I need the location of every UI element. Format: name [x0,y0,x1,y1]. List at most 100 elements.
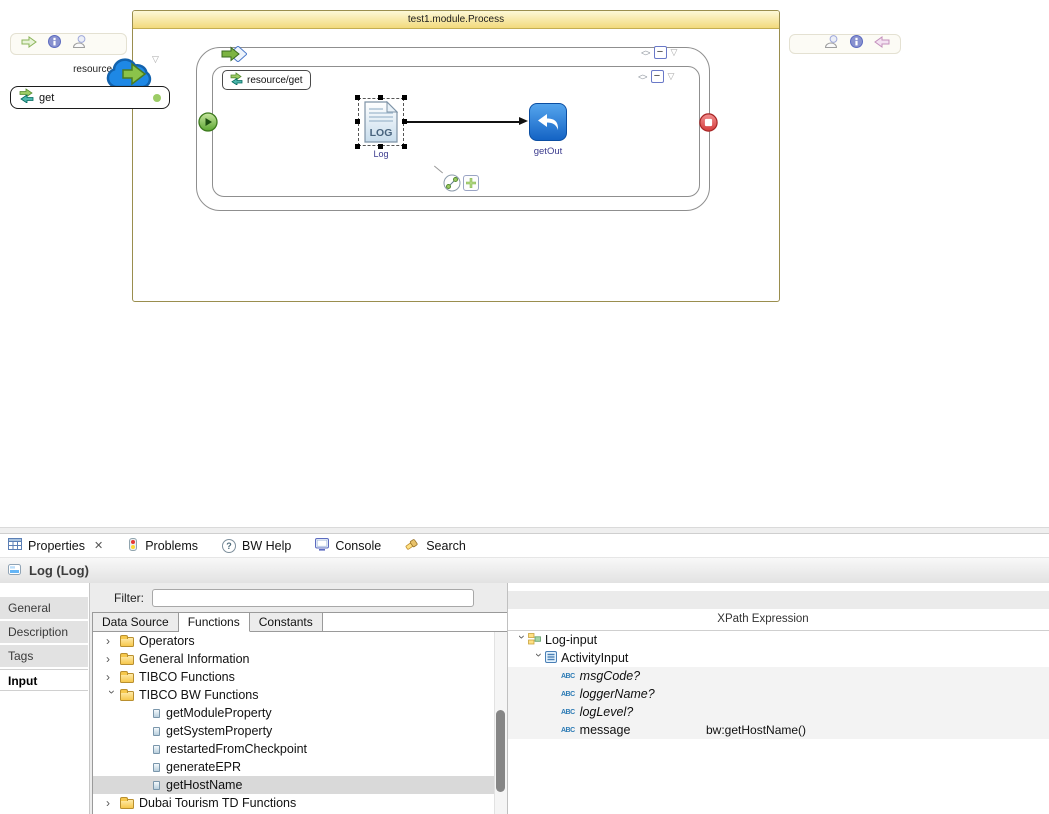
tab-properties[interactable]: Properties ✕ [8,538,103,553]
palette-dropdown-icon[interactable]: ▽ [152,54,159,64]
tree-item-operators[interactable]: › Operators [93,632,507,650]
reply-arrow-icon [538,114,559,130]
tree-item-gethostname[interactable]: getHostName [93,776,507,794]
chevron-down-icon[interactable]: › [532,653,546,657]
info-icon[interactable] [48,35,61,53]
folder-icon [120,652,134,665]
tab-functions[interactable]: Functions [178,613,250,632]
xpath-row-loglevel[interactable]: ABC logLevel? [508,703,1049,721]
vertical-scrollbar[interactable] [494,632,507,814]
chevron-right-icon[interactable]: › [106,670,110,684]
section-tab-input[interactable]: Input [0,669,88,691]
scope-label-box[interactable]: resource/get [222,70,311,90]
section-tab-tags[interactable]: Tags [0,645,88,667]
tab-data-source[interactable]: Data Source [93,613,179,632]
xpath-row-log-input[interactable]: › Log-input [508,631,1049,649]
tree-item-tibco-functions[interactable]: › TIBCO Functions [93,668,507,686]
swap-arrows-icon [230,72,243,88]
add-activity-icon[interactable] [463,175,479,191]
section-tab-description[interactable]: Description [0,621,88,643]
tree-item-tibco-bw-functions[interactable]: › TIBCO BW Functions [93,686,507,704]
chevron-down-icon[interactable]: › [515,635,529,639]
inline-marker-icon[interactable]: <> [641,47,650,58]
scope-event-icon[interactable] [221,45,248,67]
xpath-row-loggername[interactable]: ABC loggerName? [508,685,1049,703]
scrollbar-thumb[interactable] [496,710,505,792]
tree-item-generateepr[interactable]: generateEPR [93,758,507,776]
log-document-icon: LOG [364,100,399,148]
resource-label: resource [73,64,112,75]
transition-arrowhead [519,117,528,125]
selection-handle[interactable] [402,144,407,149]
tree-item-general-information[interactable]: › General Information [93,650,507,668]
chevron-right-icon[interactable]: › [106,652,110,666]
tab-problems-label: Problems [145,538,198,553]
chevron-down-icon[interactable]: ▽ [670,47,678,57]
create-transition-icon[interactable] [21,35,37,53]
process-title: test1.module.Process [133,11,779,29]
inline-marker-icon[interactable]: <> [638,71,647,82]
filter-input[interactable] [152,588,474,607]
section-tab-general[interactable]: General [0,597,88,619]
help-icon: ? [222,538,236,553]
tab-console[interactable]: Console [315,537,381,554]
xpath-expression-value[interactable]: bw:getHostName() [706,723,807,737]
activity-getout[interactable] [529,103,567,141]
string-type-icon: ABC [561,726,575,734]
activity-log[interactable]: LOG [355,95,407,149]
tab-problems[interactable]: Problems [127,537,198,554]
xpath-node-label: Log-input [545,633,598,647]
process-canvas[interactable]: test1.module.Process resource ▽ get reso… [0,0,1049,527]
filter-row: Filter: [90,583,507,612]
inner-scope-controls: <> − ▽ [638,70,674,83]
tree-item-restartedfromcheckpoint[interactable]: restartedFromCheckpoint [93,740,507,758]
selection-handle[interactable] [355,95,360,100]
source-tabs: Data Source Functions Constants [93,613,507,632]
source-treebox: Data Source Functions Constants › Operat… [92,612,507,814]
tab-search-label: Search [426,538,466,553]
xpath-row-msgcode[interactable]: ABC msgCode? [508,667,1049,685]
info-icon[interactable] [850,35,863,53]
selection-handle[interactable] [402,119,407,124]
transition-line[interactable] [407,121,521,123]
properties-header: Log (Log) [0,557,1049,583]
tree-item-label: TIBCO BW Functions [139,688,259,702]
tree-item-dubai-tourism-td-functions[interactable]: › Dubai Tourism TD Functions [93,794,507,812]
tree-item-getmoduleproperty[interactable]: getModuleProperty [93,704,507,722]
xpath-row-activityinput[interactable]: › ActivityInput [508,649,1049,667]
close-icon[interactable]: ✕ [93,540,104,552]
collapse-button[interactable]: − [653,46,667,59]
outer-scope-controls: <> − ▽ [641,46,677,59]
tree-item-getsystemproperty[interactable]: getSystemProperty [93,722,507,740]
chevron-down-icon[interactable]: › [105,690,119,694]
user-icon[interactable] [72,35,87,53]
component-get[interactable]: get [10,86,170,109]
activity-log-label: Log [373,149,389,159]
tab-search[interactable]: Search [405,537,466,554]
selection-handle[interactable] [378,144,383,149]
properties-table-icon [8,538,22,553]
chevron-down-icon[interactable]: ▽ [667,71,675,81]
create-transition-icon[interactable] [874,35,890,53]
tree-item-label: restartedFromCheckpoint [166,742,308,756]
tree-item-label: General Information [139,652,250,666]
end-node[interactable] [699,113,718,137]
tab-bw-help[interactable]: ? BW Help [222,538,291,553]
horizontal-splitter[interactable] [0,527,1049,534]
selection-handle[interactable] [378,95,383,100]
selection-handle[interactable] [402,95,407,100]
resource-cloud-icon[interactable] [104,54,158,99]
collapse-button[interactable]: − [650,70,664,83]
function-icon [153,708,160,718]
user-icon[interactable] [824,35,839,53]
tab-constants[interactable]: Constants [249,613,323,632]
xpath-row-message[interactable]: ABC message bw:getHostName() [508,721,1049,739]
start-node[interactable] [198,112,218,137]
selection-handle[interactable] [355,144,360,149]
chevron-right-icon[interactable]: › [106,634,110,648]
chevron-right-icon[interactable]: › [106,796,110,810]
create-link-icon[interactable] [443,174,461,197]
component-get-label: get [39,91,55,104]
selection-handle[interactable] [355,119,360,124]
view-tabbar: Properties ✕ Problems ? BW Help Console … [0,534,1049,557]
